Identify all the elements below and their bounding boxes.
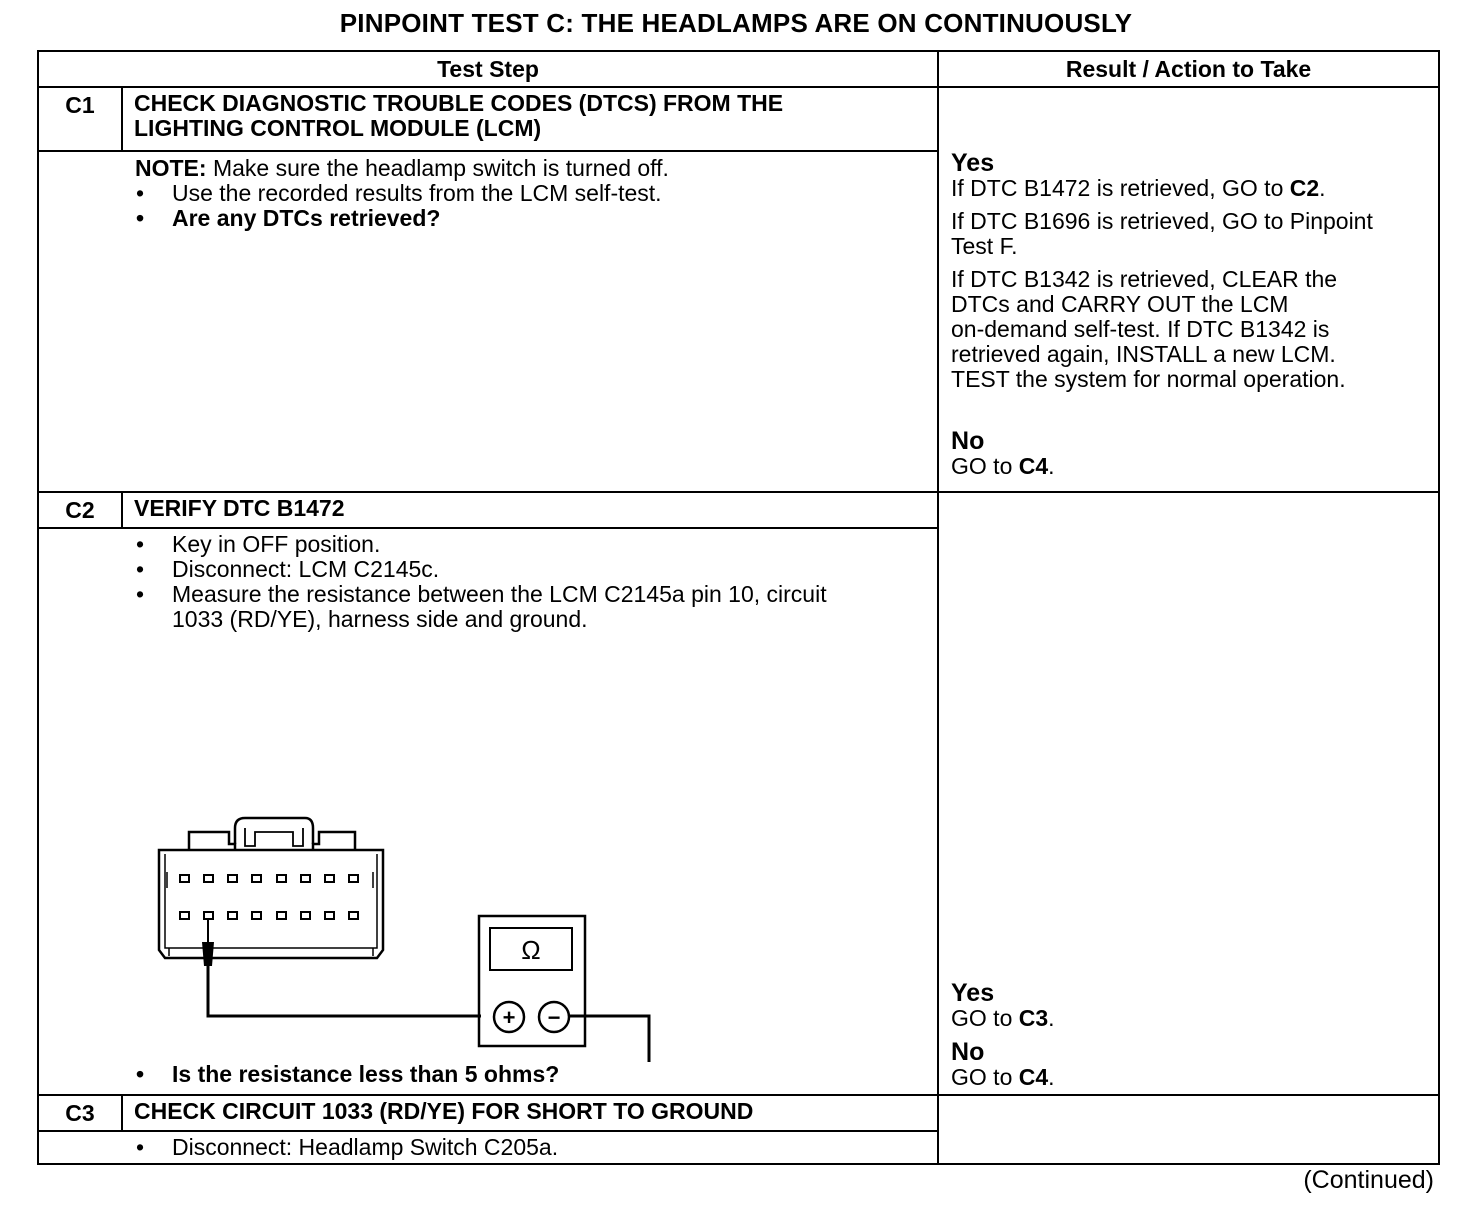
step-c2-bullets: Key in OFF position. Disconnect: LCM C21… xyxy=(135,532,925,632)
step-c2-bullet3-line1: Measure the resistance between the LCM C… xyxy=(172,581,827,607)
step-body-row-c2: Key in OFF position. Disconnect: LCM C21… xyxy=(36,527,1439,1096)
result-c1-r1: If DTC B1472 is retrieved, GO to C2. xyxy=(951,176,1430,201)
plus-terminal-label: + xyxy=(503,1005,516,1030)
step-title-c2: VERIFY DTC B1472 xyxy=(120,491,940,529)
result-c1-r3-line5: TEST the system for normal operation. xyxy=(951,366,1346,392)
result-c1-no: GO to C4. xyxy=(951,454,1430,479)
step-row-c2: C2 VERIFY DTC B1472 Yes GO to C3. No GO … xyxy=(37,491,1441,1096)
step-c2-bullet-question: Is the resistance less than 5 ohms? xyxy=(135,1062,925,1088)
step-title-c1-line2: LIGHTING CONTROL MODULE (LCM) xyxy=(134,115,542,141)
ohmmeter xyxy=(477,914,587,1048)
connector-latch-inner xyxy=(244,828,304,847)
step-id-c3: C3 xyxy=(37,1094,123,1132)
result-c2-no-text: GO to xyxy=(951,1064,1019,1090)
ohm-symbol: Ω xyxy=(521,935,540,965)
step-c3-bullets: Disconnect: Headlamp Switch C205a. xyxy=(135,1135,925,1161)
result-c2-no-link: C4 xyxy=(1018,1064,1049,1090)
result-c2: Yes GO to C3. No GO to C4. xyxy=(937,491,1441,1096)
step-body-row-c3: Disconnect: Headlamp Switch C205a. xyxy=(36,1130,1439,1165)
result-c1-r1-text: If DTC B1472 is retrieved, GO to xyxy=(951,175,1290,201)
note-text: Make sure the headlamp switch is turned … xyxy=(206,155,669,181)
result-c1-no-end: . xyxy=(1048,453,1055,479)
step-id-c1: C1 xyxy=(37,86,123,152)
step-row-c1: C1 CHECK DIAGNOSTIC TROUBLE CODES (DTCS)… xyxy=(37,86,1441,493)
connector-body xyxy=(157,848,385,960)
result-c1-r2-line2: Test F. xyxy=(951,233,1018,259)
connector-inner-outline xyxy=(164,854,378,949)
step-body-c3: Disconnect: Headlamp Switch C205a. xyxy=(36,1130,940,1165)
step-title-c3: CHECK CIRCUIT 1033 (RD/YE) FOR SHORT TO … xyxy=(120,1094,940,1132)
step-body-row-c1: NOTE: Make sure the headlamp switch is t… xyxy=(36,150,1439,493)
step-c1-bullet2: Are any DTCs retrieved? xyxy=(135,206,925,232)
result-c2-no-label: No xyxy=(951,1038,985,1066)
connector-tab-right xyxy=(311,830,357,850)
connector-tab-left xyxy=(187,830,237,850)
connector-pins-top xyxy=(179,874,359,883)
step-c1-note: NOTE: Make sure the headlamp switch is t… xyxy=(135,155,925,181)
connector-pins-bottom xyxy=(179,911,359,920)
result-c1-r3-line3: on-demand self-test. If DTC B1342 is xyxy=(951,316,1330,342)
result-c1-r1-link: C2 xyxy=(1289,175,1320,201)
step-c3-bullet1: Disconnect: Headlamp Switch C205a. xyxy=(135,1135,925,1161)
result-c1-r2: If DTC B1696 is retrieved, GO to Pinpoin… xyxy=(951,209,1430,259)
result-c2-yes: GO to C3. xyxy=(951,1006,1430,1031)
result-c1-no-link: C4 xyxy=(1018,453,1049,479)
result-c1: Yes If DTC B1472 is retrieved, GO to C2.… xyxy=(937,86,1441,493)
result-c3 xyxy=(937,1094,1441,1165)
result-c1-no-text: GO to xyxy=(951,453,1019,479)
connector-latch xyxy=(233,816,315,844)
result-c1-r3-line2: DTCs and CARRY OUT the LCM xyxy=(951,291,1289,317)
result-c2-no: GO to C4. xyxy=(951,1065,1430,1090)
probe-ground xyxy=(569,1014,651,1062)
step-row-c3: C3 CHECK CIRCUIT 1033 (RD/YE) FOR SHORT … xyxy=(37,1094,1441,1165)
pinpoint-test-table: Test Step Result / Action to Take C1 CHE… xyxy=(36,50,1441,1165)
step-c2-bullet1: Key in OFF position. xyxy=(135,532,925,558)
step-c2-bullet2: Disconnect: LCM C2145c. xyxy=(135,557,925,583)
step-body-c2: Key in OFF position. Disconnect: LCM C21… xyxy=(36,527,940,1096)
table-header-row: Test Step Result / Action to Take xyxy=(36,50,1441,88)
result-c1-r3-line4: retrieved again, INSTALL a new LCM. xyxy=(951,341,1336,367)
header-test-step: Test Step xyxy=(36,50,940,88)
step-c2-bullet3: Measure the resistance between the LCM C… xyxy=(135,582,925,632)
header-result-action: Result / Action to Take xyxy=(937,50,1441,88)
step-c2-bullet3-line2: 1033 (RD/YE), harness side and ground. xyxy=(172,606,588,632)
step-body-c1: NOTE: Make sure the headlamp switch is t… xyxy=(36,150,940,493)
result-c2-yes-link: C3 xyxy=(1018,1005,1049,1031)
result-c1-r2-line1: If DTC B1696 is retrieved, GO to Pinpoin… xyxy=(951,208,1373,234)
step-c1-bullet1: Use the recorded results from the LCM se… xyxy=(135,181,925,207)
result-c1-no-label: No xyxy=(951,427,985,455)
probe-positive xyxy=(202,919,481,1018)
result-c2-no-end: . xyxy=(1048,1064,1055,1090)
result-c1-r3: If DTC B1342 is retrieved, CLEAR the DTC… xyxy=(951,267,1430,392)
continued-label: (Continued) xyxy=(1303,1166,1434,1194)
result-c2-yes-label: Yes xyxy=(951,979,995,1007)
result-c1-yes-label: Yes xyxy=(951,149,995,177)
page-title: PINPOINT TEST C: THE HEADLAMPS ARE ON CO… xyxy=(339,8,1133,38)
step-title-c1-line1: CHECK DIAGNOSTIC TROUBLE CODES (DTCS) FR… xyxy=(134,90,784,116)
step-title-c1: CHECK DIAGNOSTIC TROUBLE CODES (DTCS) FR… xyxy=(120,86,940,152)
measurement-figure: Ω + − A0048272 xyxy=(135,632,925,1062)
step-id-c2: C2 xyxy=(37,491,123,529)
connector-meter-diagram: Ω + − A0048272 xyxy=(157,816,651,1062)
note-label: NOTE: xyxy=(135,155,207,181)
minus-terminal-label: − xyxy=(548,1005,561,1030)
result-c1-r1-end: . xyxy=(1319,175,1326,201)
result-c2-yes-text: GO to xyxy=(951,1005,1019,1031)
result-c1-r3-line1: If DTC B1342 is retrieved, CLEAR the xyxy=(951,266,1338,292)
step-c2-question: Is the resistance less than 5 ohms? xyxy=(135,1062,925,1088)
result-c2-yes-end: . xyxy=(1048,1005,1055,1031)
step-c1-bullets: Use the recorded results from the LCM se… xyxy=(135,181,925,232)
connector-drawing xyxy=(157,816,385,960)
